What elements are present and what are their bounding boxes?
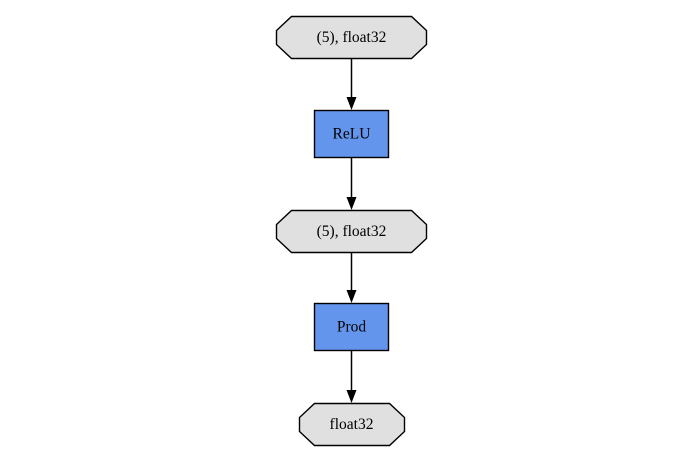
rectangle-shape [313, 302, 390, 352]
node-tensor-output[interactable]: float32 [298, 402, 406, 447]
edge-tensor-mid-to-prod [346, 253, 357, 303]
octagon-shape [275, 15, 428, 60]
node-op-prod[interactable]: Prod [313, 302, 390, 352]
node-tensor-input[interactable]: (5), float32 [275, 15, 428, 60]
node-tensor-mid[interactable]: (5), float32 [275, 209, 428, 254]
edge-tensor-in-to-relu [346, 59, 357, 110]
octagon-shape [275, 209, 428, 254]
node-op-relu[interactable]: ReLU [313, 109, 390, 159]
edge-layer [346, 59, 357, 403]
edge-prod-to-tensor-out [346, 351, 357, 403]
octagon-shape [298, 402, 406, 447]
arrowhead-icon [346, 197, 357, 210]
arrowhead-icon [346, 390, 357, 403]
edge-relu-to-tensor-mid [346, 158, 357, 210]
arrowhead-icon [346, 290, 357, 303]
arrowhead-icon [346, 97, 357, 110]
rectangle-shape [313, 109, 390, 159]
